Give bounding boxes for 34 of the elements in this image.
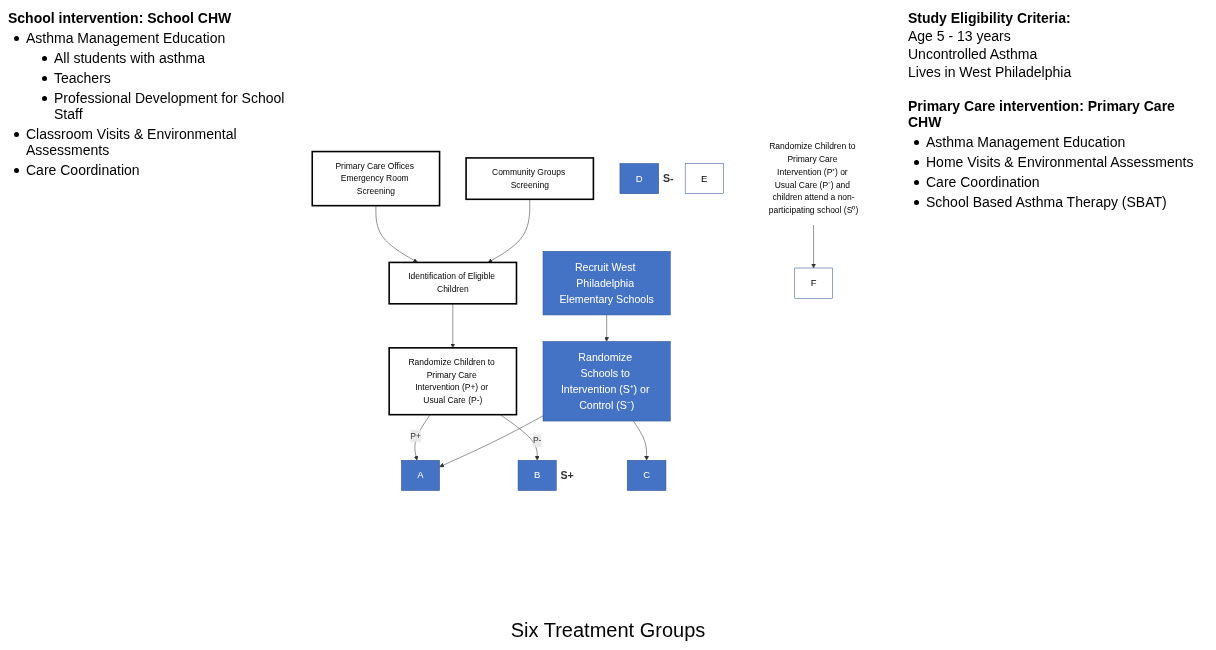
bullet-item: School Based Asthma Therapy (SBAT) bbox=[926, 194, 1167, 210]
bullet-item: Teachers bbox=[54, 70, 111, 86]
node-box: Recruit West Philadelphia Elementary Schools bbox=[542, 251, 671, 316]
node-box: Community Groups Screening bbox=[465, 157, 595, 201]
list-heading: School intervention: School CHW bbox=[8, 10, 233, 26]
bullet-item: Care Coordination bbox=[26, 162, 140, 178]
row-label: S- bbox=[662, 172, 674, 185]
bullet-item: All students with asthma bbox=[54, 50, 205, 66]
bullet-item: Classroom Visits & Environmental Assessments bbox=[26, 126, 238, 158]
node-box: B bbox=[517, 460, 557, 491]
node-box: C bbox=[626, 460, 667, 491]
node-box: Randomize Schools to Intervention (S⁺) or Control (S⁻) bbox=[542, 341, 671, 422]
bullet-item: Home Visits & Environmental Assessments bbox=[926, 154, 1194, 170]
bullet-item: Asthma Management Education bbox=[926, 134, 1126, 150]
criteria-line: Age 5 - 13 years bbox=[908, 28, 1012, 44]
criteria-line: Lives in West Philadelphia bbox=[908, 64, 1073, 80]
row-label: S+ bbox=[560, 469, 574, 482]
caption: Six Treatment Groups bbox=[510, 619, 706, 642]
node-text: Randomize Children to Primary Care Intervention (P⁺) or Usual Care (P⁻) and children attend a non-participating school (S⁰) bbox=[768, 142, 859, 215]
bullet-item: Professional Development for School Staff bbox=[54, 90, 286, 122]
criteria-line: Uncontrolled Asthma bbox=[908, 46, 1039, 62]
node-box: Randomize Children to Primary Care Intervention (P+) or Usual Care (P-) bbox=[388, 347, 518, 416]
edge-label: P- bbox=[532, 435, 542, 445]
node-box: F bbox=[794, 267, 833, 299]
node-box: Identification of Eligible Children bbox=[388, 261, 518, 305]
bullet-item: Asthma Management Education bbox=[26, 30, 226, 46]
bullet-item: Care Coordination bbox=[926, 174, 1040, 190]
edge-label: P+ bbox=[410, 431, 421, 441]
node-box: A bbox=[401, 460, 440, 491]
node-box: D bbox=[619, 163, 659, 194]
node-box: E bbox=[684, 163, 724, 194]
list-heading: Study Eligibility Criteria: bbox=[908, 10, 1072, 26]
list-heading: Primary Care intervention: Primary Care CHW bbox=[908, 98, 1176, 130]
node-box: Primary Care Offices Emergency Room Screening bbox=[311, 150, 441, 207]
